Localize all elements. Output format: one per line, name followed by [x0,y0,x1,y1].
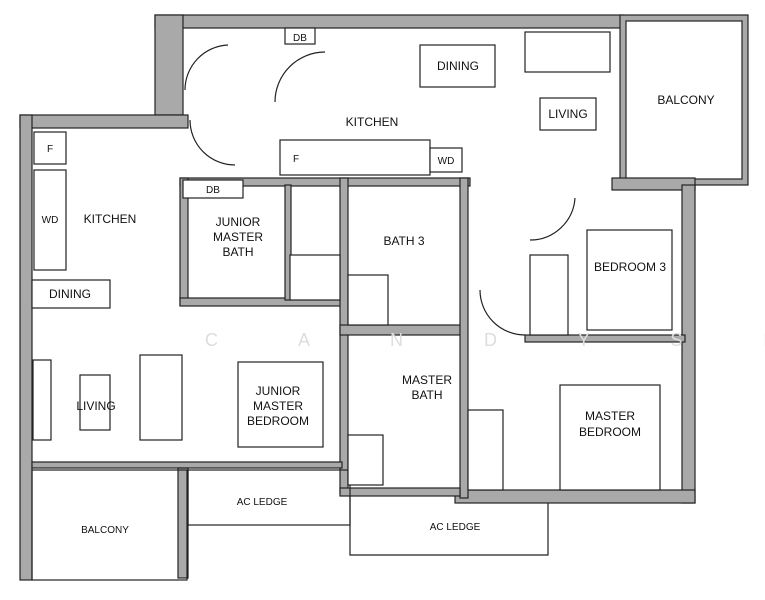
junior-bath-label-2: MASTER [213,230,263,244]
balcony-left-label: BALCONY [81,525,129,536]
room-labels: DB DINING KITCHEN LIVING BALCONY F WD F … [42,33,715,536]
ac-ledge-label-1: AC LEDGE [237,497,288,508]
living-left-label: LIVING [76,399,115,413]
master-bedroom-label-1: MASTER [585,409,635,423]
dining-left-label: DINING [49,287,91,301]
junior-master-bedroom-label-2: MASTER [253,399,303,413]
junior-bath-label-1: JUNIOR [216,215,261,229]
living-right-label: LIVING [548,107,587,121]
watermark: C A N D Y S P E C K [205,330,765,350]
junior-bath-label-3: BATH [222,245,253,259]
wd-left-label: WD [42,215,59,226]
master-bath-label-1: MASTER [402,373,452,387]
wd-right-label: WD [438,156,455,167]
bath3-label: BATH 3 [383,234,424,248]
outer-lines [31,44,576,581]
bedroom3-label: BEDROOM 3 [594,260,666,274]
db-left-label: DB [206,185,220,196]
dining-right-label: DINING [437,59,479,73]
walls [19,14,749,581]
db-top-label: DB [293,33,307,44]
master-bath-label-2: BATH [411,388,442,402]
junior-master-bedroom-label-1: JUNIOR [256,384,301,398]
ac-ledge-label-2: AC LEDGE [430,522,481,533]
fixtures [31,27,673,491]
kitchen-left-label: KITCHEN [84,212,137,226]
kitchen-right-label: KITCHEN [346,115,399,129]
fridge-left-label: F [47,144,53,155]
master-bedroom-label-2: BEDROOM [579,425,641,439]
fridge-right-label: F [293,154,299,165]
junior-master-bedroom-label-3: BEDROOM [247,414,309,428]
balcony-right-label: BALCONY [657,93,714,107]
